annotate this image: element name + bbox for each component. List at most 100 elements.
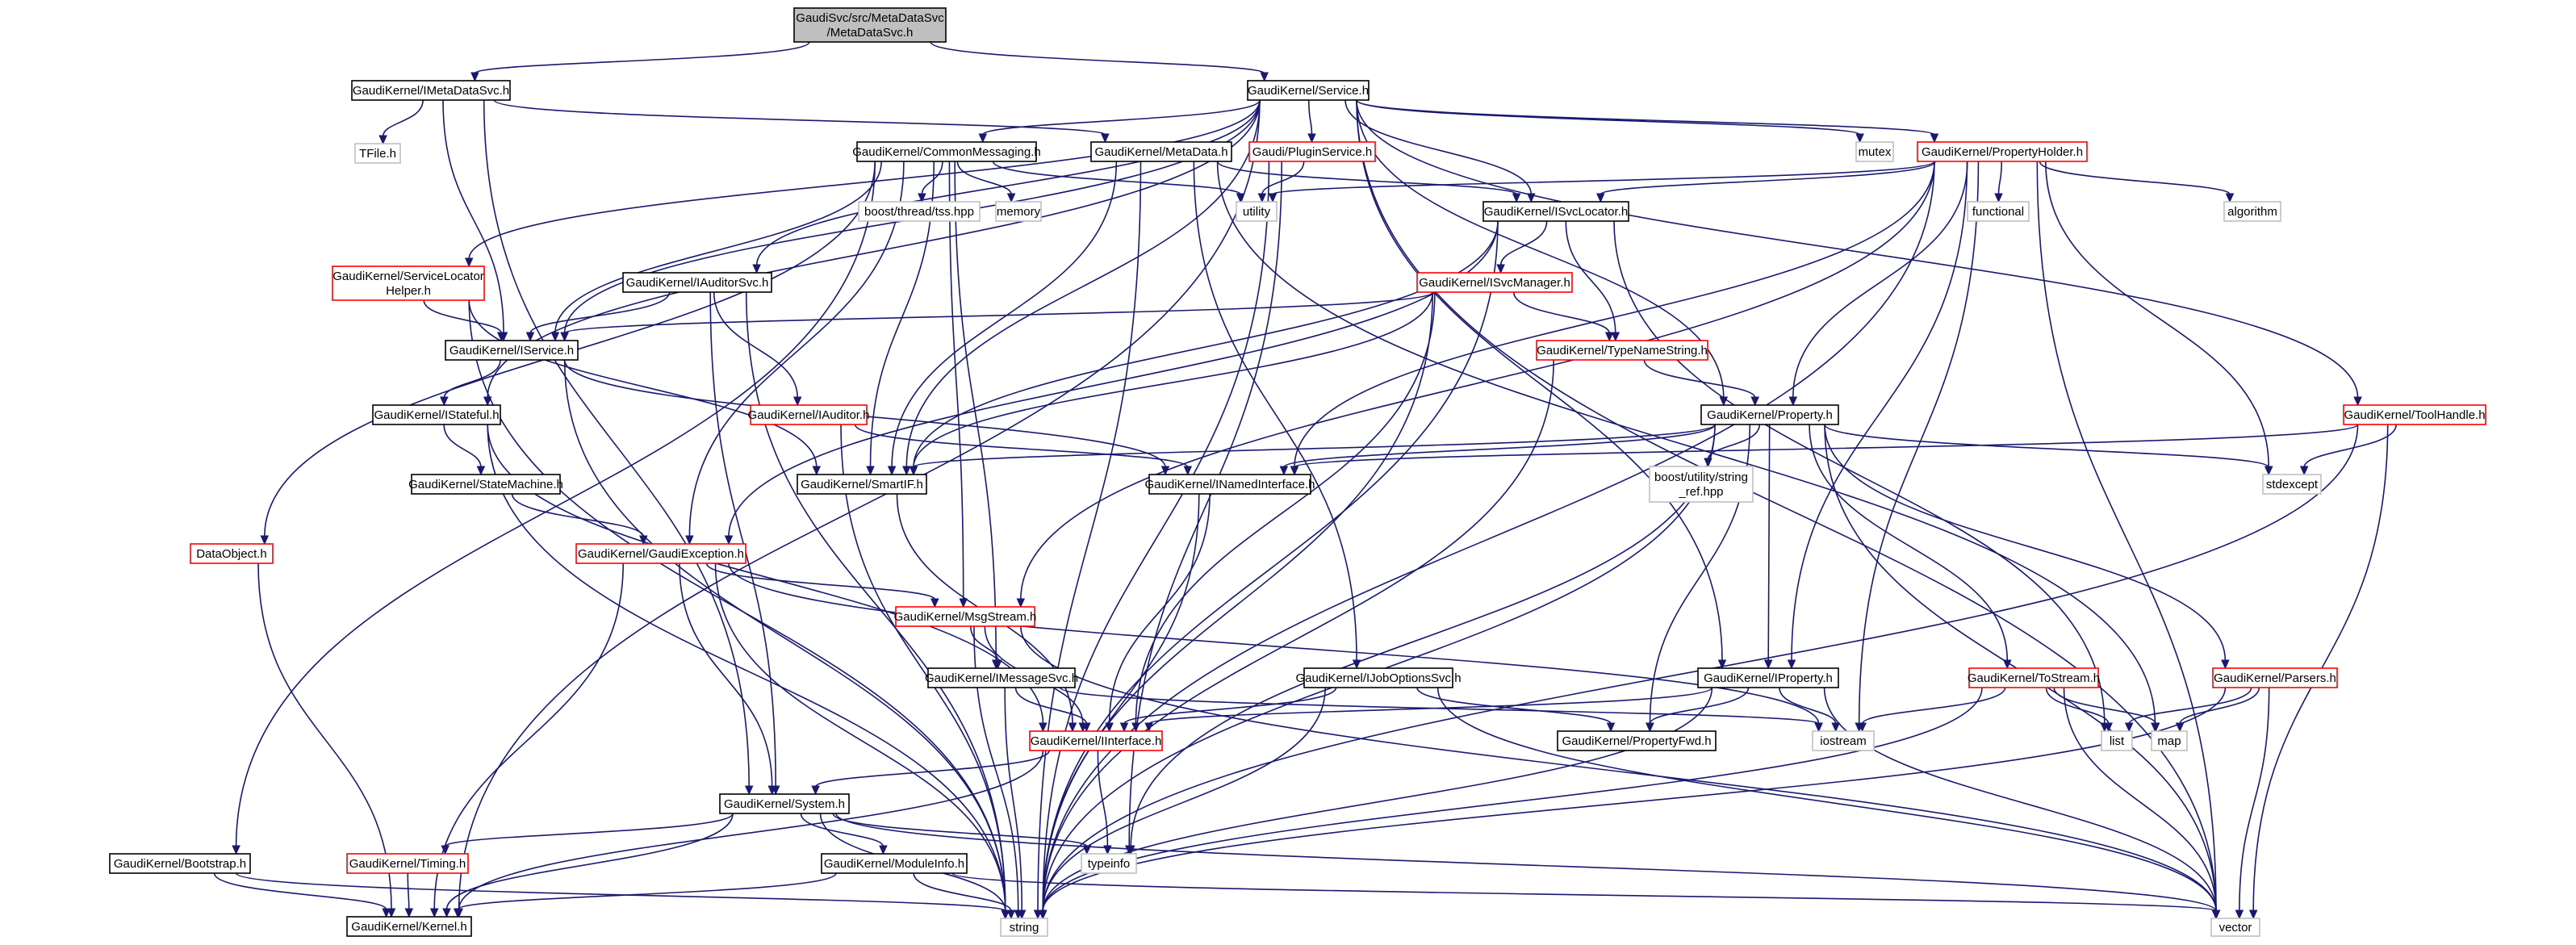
edge-arrowhead [2104,722,2113,733]
node-toolhandle[interactable]: GaudiKernel/ToolHandle.h [2343,404,2486,425]
node-iservice[interactable]: GaudiKernel/IService.h [445,340,579,361]
node-box [1536,340,1708,361]
node-box [1482,201,1629,222]
node-statemachine[interactable]: GaudiKernel/StateMachine.h [408,474,563,495]
edge-root-to-imetadatasvc [470,41,810,82]
node-propertyholder[interactable]: GaudiKernel/PropertyHolder.h [1917,141,2088,162]
edge-line [992,161,1241,195]
edge-service-to-toolhandle [1356,99,2362,407]
edge-arrowhead [1814,722,1823,733]
node-mutex[interactable]: mutex [1855,141,1894,162]
node-label: GaudiKernel/ISvcLocator.h [1484,205,1628,219]
edge-iproperty-to-iinterface [1144,687,1713,733]
node-vector[interactable]: vector [2210,918,2260,937]
node-moduleinfo[interactable]: GaudiKernel/ModuleInfo.h [821,853,968,874]
node-isvcmanager[interactable]: GaudiKernel/ISvcManager.h [1416,272,1573,293]
edge-arrowhead [2264,466,2273,476]
edge-line [1809,424,2009,662]
edge-propertyholder-to-iproperty [1787,161,1968,670]
node-label: GaudiKernel/MetaData.h [1094,145,1227,159]
edge-line [1416,687,1612,725]
edge-line [1858,161,1980,725]
edge-line [1356,99,2217,912]
edge-arrowhead [685,535,694,546]
node-root[interactable]: GaudiSvc/src/MetaDataSvc/MetaDataSvc.h [793,7,947,43]
edge-line [1356,99,1723,662]
edge-line [713,291,798,399]
edge-isvcmanager-to-iinterface [1131,291,1436,733]
edge-propertyholder-to-algorithm [2039,161,2235,203]
edge-arrowhead [1039,722,1048,733]
edge-line [1020,161,1935,600]
node-smartif[interactable]: GaudiKernel/SmartIF.h [797,474,927,495]
node-typenamestring[interactable]: GaudiKernel/TypeNameString.h [1536,340,1708,361]
node-msgstream[interactable]: GaudiKernel/MsgStream.h [894,606,1037,627]
node-isvclocator[interactable]: GaudiKernel/ISvcLocator.h [1482,201,1629,222]
edge-arrowhead [993,659,1002,670]
node-istateful[interactable]: GaudiKernel/IStateful.h [372,404,501,425]
node-ijoboptionssvc[interactable]: GaudiKernel/IJobOptionsSvc.h [1295,667,1462,688]
node-iauditorsvc[interactable]: GaudiKernel/IAuditorSvc.h [622,272,772,293]
node-bootstrap[interactable]: GaudiKernel/Bootstrap.h [109,853,251,874]
node-commonmessaging[interactable]: GaudiKernel/CommonMessaging.h [852,141,1041,162]
node-algorithm[interactable]: algorithm [2223,201,2281,222]
node-tfile[interactable]: TFile.h [354,143,401,164]
node-utility[interactable]: utility [1236,201,1278,222]
edge-arrowhead [1290,466,1299,476]
edge-arrowhead [1105,722,1114,733]
node-typeinfo[interactable]: typeinfo [1081,853,1137,874]
node-gaudiexception[interactable]: GaudiKernel/GaudiException.h [575,543,746,564]
node-service[interactable]: GaudiKernel/Service.h [1247,80,1370,101]
edge-line [854,424,1189,468]
edge-line [2039,161,2231,195]
edge-arrowhead [470,72,479,82]
node-iproperty[interactable]: GaudiKernel/IProperty.h [1697,667,1839,688]
edge-line [442,99,504,334]
edge-arrowhead [404,908,414,918]
node-kernel[interactable]: GaudiKernel/Kernel.h [346,916,472,937]
edge-line [1037,161,1142,912]
edge-arrowhead [1183,466,1193,476]
node-map[interactable]: map [2151,730,2188,751]
node-label: GaudiKernel/CommonMessaging.h [852,145,1040,159]
node-timing[interactable]: GaudiKernel/Timing.h [346,853,469,874]
edge-line [1997,161,2003,195]
node-iinterface[interactable]: GaudiKernel/IInterface.h [1029,730,1163,751]
node-stringref[interactable]: boost/utility/string_ref.hpp [1649,466,1754,503]
node-tssd[interactable]: boost/thread/tss.hpp [858,201,981,222]
node-iostream[interactable]: iostream [1812,730,1875,751]
node-label: iostream [1820,734,1867,748]
edge-line [1613,220,2106,725]
node-functional[interactable]: functional [1967,201,2030,222]
node-tostream[interactable]: GaudiKernel/ToStream.h [1968,667,2100,688]
edge-arrowhead [1144,722,1153,733]
node-system[interactable]: GaudiKernel/System.h [719,793,850,814]
node-imessagesvc[interactable]: GaudiKernel/IMessageSvc.h [925,667,1078,688]
node-parsers[interactable]: GaudiKernel/Parsers.h [2212,667,2338,688]
node-pluginservice[interactable]: Gaudi/PluginService.h [1248,141,1376,162]
node-property[interactable]: GaudiKernel/Property.h [1700,404,1839,425]
edge-line [382,99,424,137]
node-string[interactable]: string [1000,918,1048,937]
edge-tostream-to-iostream [1858,687,2006,733]
node-inamedinterface[interactable]: GaudiKernel/INamedInterface.h [1145,474,1315,495]
edge-line [2045,161,2269,468]
node-propertyfwd[interactable]: GaudiKernel/PropertyFwd.h [1557,730,1717,751]
edge-arrowhead [811,785,820,796]
node-memory[interactable]: memory [995,201,1042,222]
node-box [1416,272,1573,293]
edge-line [563,359,1006,912]
node-iauditor[interactable]: GaudiKernel/IAuditor.h [748,404,870,425]
node-imetadatasvc[interactable]: GaudiKernel/IMetaDataSvc.h [351,80,511,101]
node-label: GaudiKernel/Bootstrap.h [114,857,246,871]
node-list[interactable]: list [2101,730,2133,751]
edge-toolhandle-to-inamedinterface [1290,424,2359,476]
node-label: list [2110,734,2125,748]
edge-line [951,872,2217,912]
node-dataobject[interactable]: DataObject.h [190,543,274,564]
node-metadata[interactable]: GaudiKernel/MetaData.h [1090,141,1232,162]
node-stdexcept[interactable]: stdexcept [2262,474,2322,495]
edge-arrowhead [2235,909,2244,920]
node-box [190,543,274,564]
